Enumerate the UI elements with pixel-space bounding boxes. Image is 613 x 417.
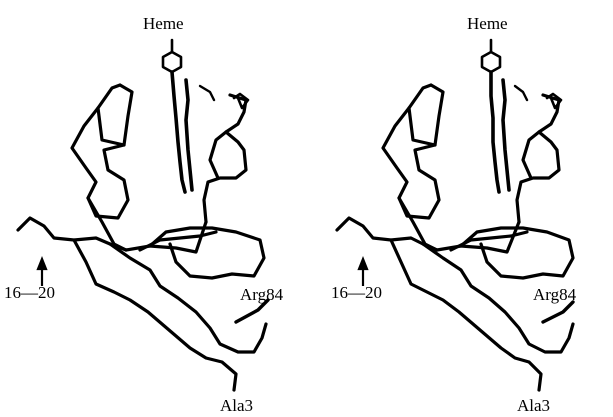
stereo-panel-right: Heme 16—20 Arg84 Ala3 xyxy=(307,0,613,417)
heme-stem xyxy=(172,72,185,192)
ala3-label: Ala3 xyxy=(220,397,253,414)
arrow-16-20-head xyxy=(359,259,367,269)
stereo-panel-left: Heme 16—20 Arg84 Ala3 xyxy=(0,0,306,417)
ala3-label: Ala3 xyxy=(517,397,550,414)
helix-upper-left xyxy=(98,85,132,145)
heme-propionate xyxy=(200,86,214,100)
arg84-label: Arg84 xyxy=(240,286,283,303)
lower-strand xyxy=(391,240,541,390)
heme-side-strand xyxy=(186,80,192,190)
arg84-arm xyxy=(543,302,573,322)
arg84-label: Arg84 xyxy=(533,286,576,303)
heme-label: Heme xyxy=(467,15,508,32)
helix-upper-left xyxy=(409,85,443,145)
backbone-trace-left xyxy=(0,0,306,417)
backbone-trace-right xyxy=(307,0,613,417)
residue-range-label: 16—20 xyxy=(4,284,55,301)
heme-ring xyxy=(482,52,500,72)
heme-propionate xyxy=(515,86,527,100)
heme-label: Heme xyxy=(143,15,184,32)
arrow-16-20-head xyxy=(38,259,46,269)
heme-stem xyxy=(491,72,499,192)
residue-range-label: 16—20 xyxy=(331,284,382,301)
lower-strand xyxy=(74,240,236,390)
helix-right-arm xyxy=(523,132,539,178)
helix-right-arm xyxy=(210,132,226,178)
heme-ring xyxy=(163,52,181,72)
heme-side-strand xyxy=(503,80,509,190)
